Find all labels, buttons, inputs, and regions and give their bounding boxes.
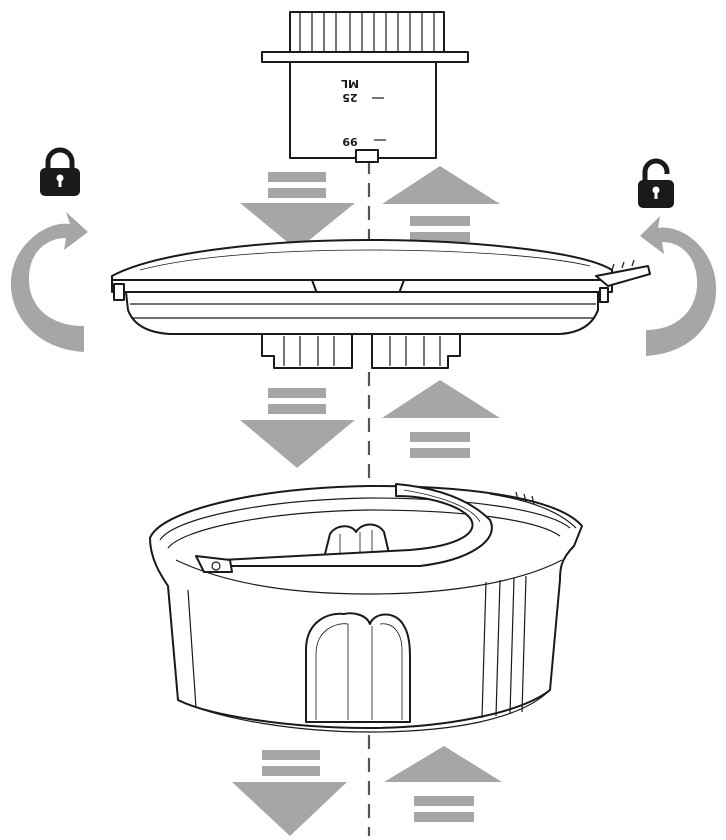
rotate-lock-arrow-icon bbox=[10, 212, 88, 352]
marking-ml: ML bbox=[341, 77, 359, 90]
insert-arrow-2 bbox=[240, 388, 355, 468]
rotate-unlock-arrow-icon bbox=[640, 216, 717, 356]
remove-arrow-3 bbox=[384, 746, 502, 822]
remove-arrow-1 bbox=[382, 166, 500, 248]
marking-25: 25 bbox=[342, 91, 357, 104]
remove-arrow-2 bbox=[382, 380, 500, 458]
padlock-closed-icon bbox=[40, 147, 80, 196]
padlock-open-icon bbox=[638, 158, 674, 208]
top-module: ML 25 99 bbox=[261, 11, 469, 163]
insert-arrow-3 bbox=[232, 750, 347, 836]
back-box bbox=[149, 483, 583, 733]
mounting-ring bbox=[111, 239, 651, 369]
marking-99: 99 bbox=[342, 135, 357, 148]
insert-arrow-1 bbox=[240, 172, 355, 250]
